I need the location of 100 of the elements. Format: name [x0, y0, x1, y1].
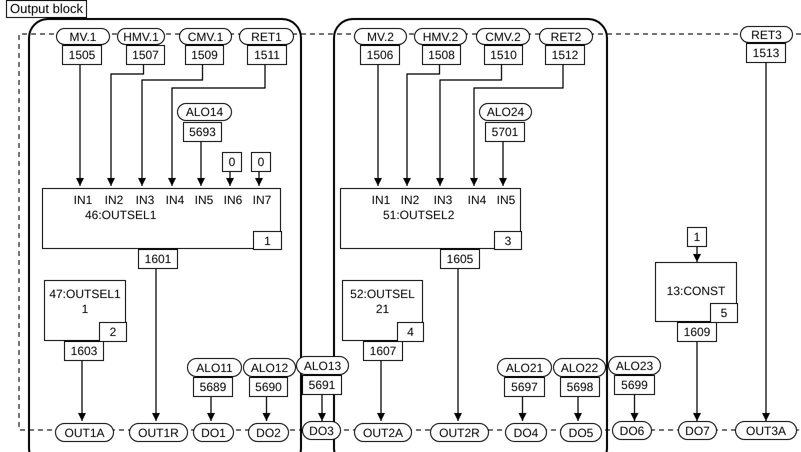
number-box: 1601 [138, 249, 178, 269]
number-box: 4 [397, 322, 424, 342]
signal-tag: DO3 [302, 421, 341, 440]
signal-tag: ALO11 [187, 358, 242, 377]
arrow [693, 247, 701, 262]
arrow [76, 63, 84, 186]
signal-tag: ALO22 [553, 358, 606, 377]
signal-tag: OUT2A [354, 423, 412, 442]
signal-tag: MV.2 [354, 28, 407, 45]
arrow [197, 140, 205, 186]
number-box: 1510 [484, 45, 523, 65]
number-box: 1508 [422, 45, 461, 65]
function-block [342, 280, 423, 341]
input-label: IN1 [372, 194, 390, 206]
arrow [262, 395, 270, 421]
number-box: 1509 [185, 45, 224, 65]
number-box: 1507 [126, 45, 165, 65]
signal-tag: DO5 [560, 423, 602, 442]
signal-tag: ALO12 [243, 358, 296, 377]
arrow [454, 267, 462, 421]
number-box: 5693 [183, 122, 222, 142]
group-frame [28, 18, 302, 452]
arrow [470, 63, 564, 186]
signal-tag: DO6 [612, 421, 652, 440]
arrow [374, 63, 382, 186]
number-box: 5697 [504, 377, 545, 397]
signal-tag: OUT2R [430, 423, 489, 442]
number-box: 5691 [302, 375, 342, 395]
signal-tag: ALO14 [177, 103, 232, 121]
arrow [630, 395, 638, 421]
arrow [138, 63, 204, 186]
block-name: 51:OUTSEL2 [383, 209, 454, 221]
number-box: 5698 [560, 377, 600, 397]
signal-tag: MV.1 [56, 28, 110, 45]
signal-tag: OUT3A [735, 421, 797, 440]
number-box: 1 [253, 231, 282, 250]
signal-tag: ALO21 [497, 358, 552, 377]
arrow [762, 63, 770, 421]
number-box: 3 [494, 231, 522, 250]
number-box: 1605 [440, 249, 480, 269]
number-box: 1609 [677, 322, 717, 342]
input-label: IN7 [252, 194, 272, 206]
arrow [255, 170, 263, 186]
arrow [78, 359, 86, 421]
input-label: IN2 [400, 194, 420, 206]
signal-tag: HMV.2 [414, 28, 467, 45]
input-label: IN3 [434, 194, 452, 206]
signal-tag: DO2 [248, 423, 289, 442]
arrow [318, 395, 326, 421]
signal-tag: OUT1A [55, 423, 114, 442]
number-box: 1506 [360, 45, 400, 65]
function-block [44, 280, 126, 341]
arrow [693, 342, 701, 421]
input-label: IN4 [468, 194, 486, 206]
arrow [499, 140, 507, 186]
signal-tag: DO1 [193, 423, 234, 442]
number-box: 5690 [249, 377, 288, 397]
number-box: 2 [99, 322, 127, 342]
number-box: 0 [251, 152, 271, 172]
signal-tag: CMV.1 [179, 28, 232, 45]
signal-tag: CMV.2 [476, 28, 530, 45]
signal-tag: ALO24 [479, 103, 532, 121]
signal-tag: DO4 [505, 423, 547, 442]
input-label: IN2 [104, 194, 124, 206]
input-label: IN5 [194, 194, 214, 206]
input-label: IN3 [136, 194, 154, 206]
arrow [168, 63, 266, 186]
signal-tag: DO7 [678, 421, 717, 440]
input-label: IN5 [496, 194, 516, 206]
input-label: IN1 [74, 194, 92, 206]
title: Output block [6, 0, 87, 18]
arrow [436, 63, 502, 186]
number-box: 5701 [485, 122, 525, 142]
signal-tag: RET1 [239, 28, 294, 45]
function-block [340, 188, 521, 249]
input-label: IN6 [224, 194, 242, 206]
arrow [574, 395, 582, 421]
input-label: IN4 [166, 194, 184, 206]
number-box: 1513 [746, 43, 786, 63]
number-box: 1511 [247, 45, 287, 65]
signal-tag: RET3 [740, 26, 793, 43]
block-name: 13:CONST [666, 284, 726, 299]
number-box: 5 [710, 303, 738, 323]
signal-tag: ALO13 [296, 356, 349, 375]
number-box: 1603 [64, 341, 104, 361]
number-box: 0 [222, 152, 242, 172]
number-box: 5699 [614, 375, 655, 395]
function-block [42, 188, 281, 249]
block-name: 52:OUTSEL21 [349, 287, 416, 317]
arrow [403, 63, 440, 186]
number-box: 1607 [363, 341, 403, 361]
number-box: 1512 [545, 45, 585, 65]
arrow [207, 395, 215, 421]
arrow [107, 63, 144, 186]
number-box: 1505 [62, 45, 102, 65]
signal-tag: ALO23 [608, 356, 661, 375]
arrow [518, 395, 526, 421]
arrow [152, 267, 160, 421]
number-box: 5689 [193, 377, 233, 397]
arrow [226, 170, 234, 186]
